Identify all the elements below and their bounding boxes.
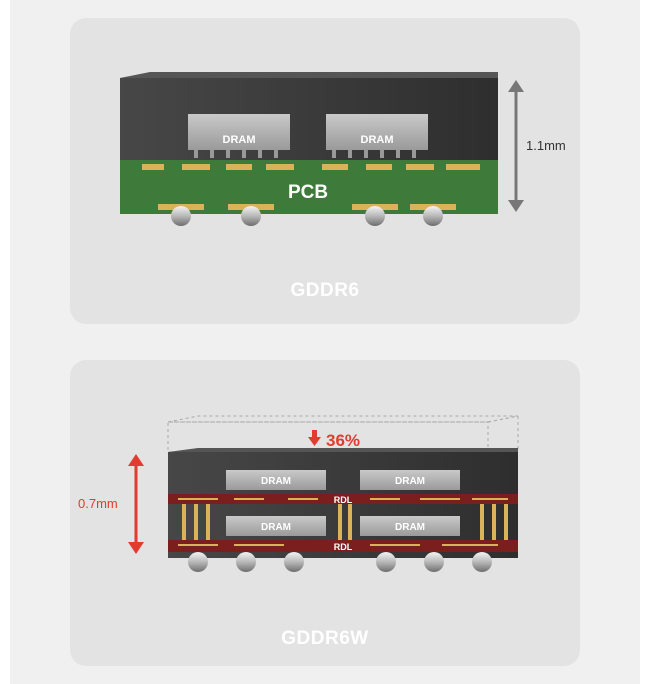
rdl-layer-upper [168, 494, 518, 504]
reduction-arrow [308, 430, 321, 446]
pcb-pads-top [142, 164, 480, 170]
rdl-label: RDL [334, 542, 353, 552]
mold-top-face [120, 72, 498, 78]
dram-label: DRAM [223, 134, 256, 146]
pcb-label: PCB [288, 182, 328, 203]
through-mold-vias [182, 504, 508, 540]
mold-top-face [168, 448, 518, 452]
gddr6w-panel: 36% DRAM DRAM RDL DRAM DRAM [70, 360, 580, 666]
left-border-stripe [0, 0, 10, 684]
rdl-layer-lower [168, 540, 518, 552]
dram-chip: DRAM [360, 516, 460, 536]
height-arrow [128, 454, 144, 554]
dram-chip: DRAM [360, 470, 460, 490]
height-arrow [508, 80, 524, 212]
right-border-stripe [640, 0, 650, 684]
dram-chip: DRAM [188, 114, 290, 150]
dram-chip: DRAM [226, 516, 326, 536]
solder-balls [171, 206, 443, 226]
dram-label: DRAM [361, 134, 394, 146]
height-label: 0.7mm [78, 496, 118, 511]
solder-balls [188, 552, 492, 572]
chip-bumps [194, 150, 416, 158]
rdl-label: RDL [334, 495, 353, 505]
dram-chip: DRAM [226, 470, 326, 490]
mold-body [120, 78, 498, 168]
gddr6w-package-diagram: 36% DRAM DRAM RDL DRAM DRAM [78, 415, 519, 572]
dram-label: DRAM [395, 522, 425, 533]
dram-label: DRAM [261, 476, 291, 487]
gddr6-panel: DRAM DRAM PCB [70, 18, 580, 324]
dram-label: DRAM [261, 522, 291, 533]
gddr6-caption: GDDR6 [290, 280, 360, 301]
dram-chip: DRAM [326, 114, 428, 150]
reduction-label: 36% [326, 431, 360, 450]
gddr6w-caption: GDDR6W [281, 628, 369, 649]
height-label: 1.1mm [526, 138, 566, 153]
rdl-traces-upper [178, 498, 508, 500]
gddr6-package-diagram: DRAM DRAM PCB [120, 72, 566, 226]
rdl-traces-lower [178, 544, 498, 546]
dram-label: DRAM [395, 476, 425, 487]
